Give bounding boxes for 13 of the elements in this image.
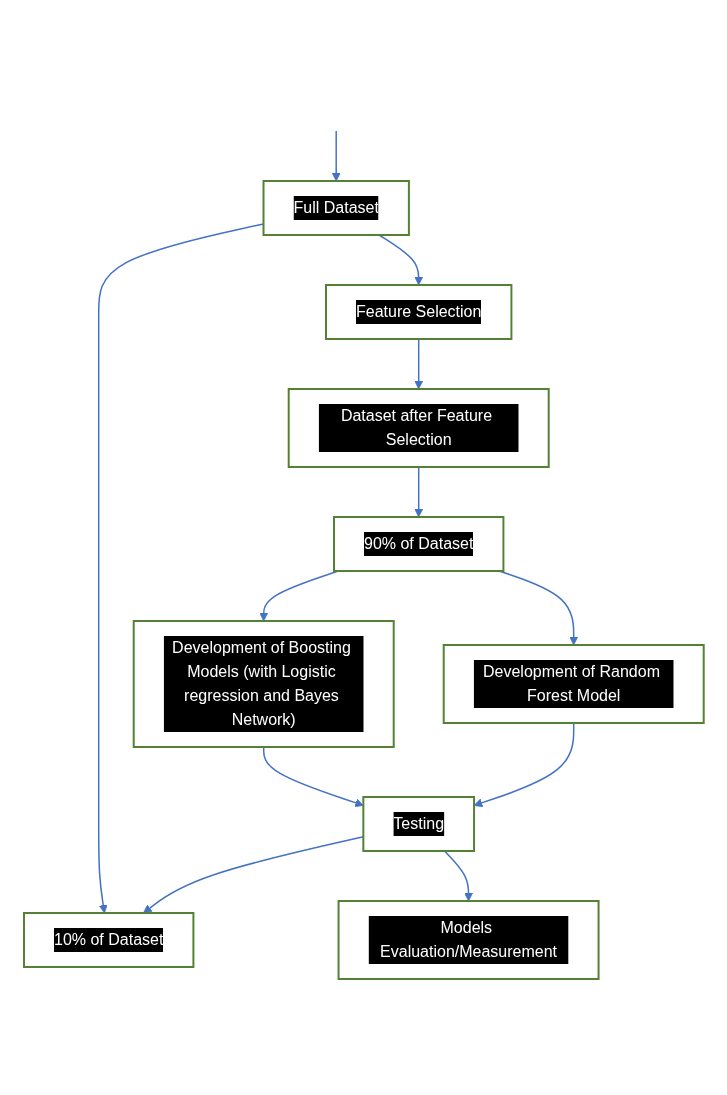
arrow	[413, 338, 423, 390]
node-box: Dataset after Feature Selection	[287, 388, 550, 468]
arrow	[443, 850, 473, 902]
node-box: 10% of Dataset	[22, 912, 195, 968]
node-box: 90% of Dataset	[332, 516, 505, 572]
node-box: Feature Selection	[324, 284, 513, 340]
arrow	[473, 722, 575, 808]
node-box: Development of Random Forest Model	[442, 644, 705, 724]
node-box: Models Evaluation/Measurement	[337, 900, 600, 980]
node-box: Development of Boosting Models (with Logistic regression and Bayes Network)	[132, 620, 395, 748]
arrow	[97, 223, 264, 914]
arrow	[331, 130, 341, 182]
arrow	[413, 466, 423, 518]
